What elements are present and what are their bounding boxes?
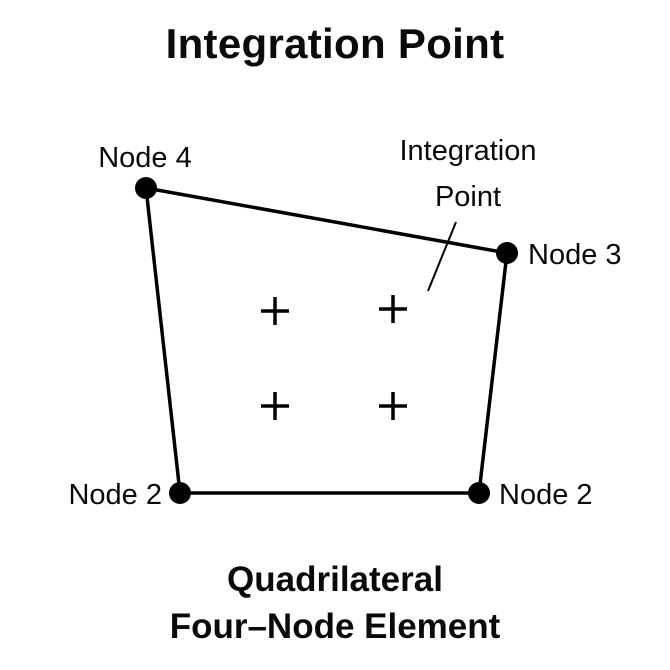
caption: Quadrilateral Four–Node Element [0,556,670,650]
element-edge [477,251,509,495]
page-title: Integration Point [165,20,505,67]
node-label: Node 3 [528,239,622,271]
integration-point-annotation: Integration [399,135,536,167]
node-label: Node 4 [98,142,192,174]
caption-line-2: Four–Node Element [169,607,501,646]
integration-point-annotation: Point [435,181,501,213]
caption-line-1: Quadrilateral [227,560,443,599]
node-dot [496,242,518,264]
node-dot [135,177,157,199]
node-dot [468,482,490,504]
element-edge [144,186,182,495]
node-label: Node 2 [68,479,162,511]
node-label: Node 2 [499,479,593,511]
node-dot [169,482,191,504]
annotation-leader-line [427,221,457,292]
